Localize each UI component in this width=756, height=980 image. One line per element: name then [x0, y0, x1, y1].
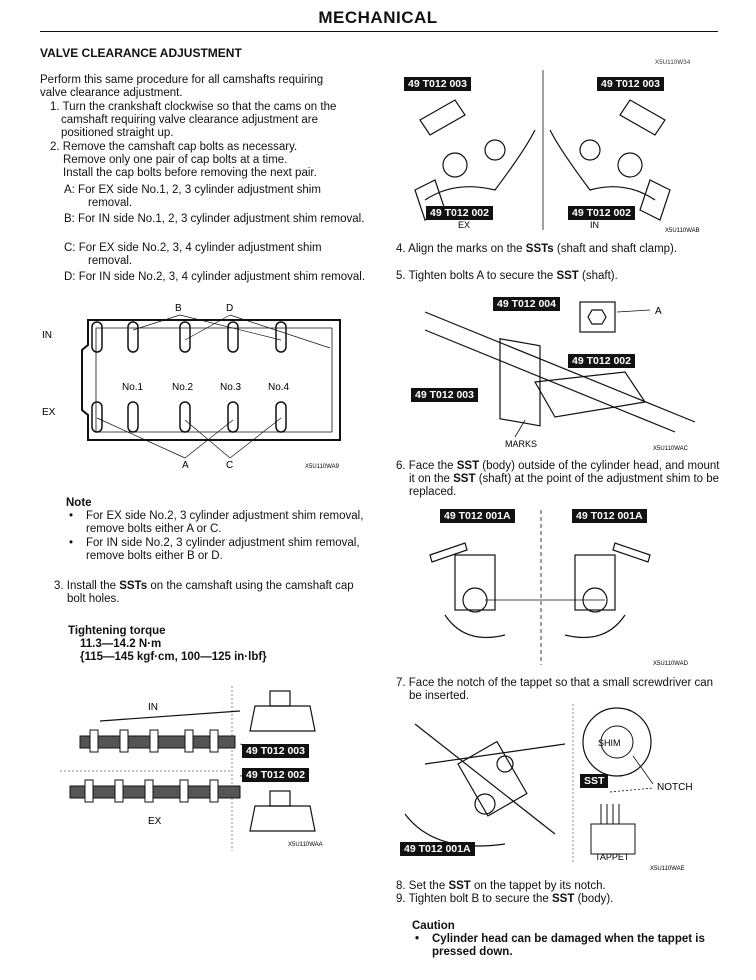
- step-5-text-end: (shaft).: [578, 270, 618, 282]
- torque-value: 11.3—14.2 N·m: [80, 638, 162, 651]
- step-3-bold: SSTs: [119, 580, 148, 592]
- step-8-text: 8. Set the: [396, 880, 449, 892]
- note-title: Note: [66, 497, 92, 509]
- shaft-marks: MARKS: [505, 439, 537, 449]
- cylinder-head-diagram: B D IN EX No.1 No.2 No.3 No.4 A C X5U110…: [42, 303, 341, 471]
- label-49t012003-left: 49 T012 003: [404, 77, 471, 91]
- label-49t012001a-tappet: 49 T012 001A: [400, 842, 475, 856]
- note-item-1: For EX side No.2, 3 cylinder adjustment …: [66, 510, 366, 536]
- page-header: MECHANICAL: [318, 8, 438, 27]
- note-item-2: For IN side No.2, 3 cylinder adjustment …: [66, 537, 366, 563]
- option-b: B: For IN side No.1, 2, 3 cylinder adjus…: [64, 213, 365, 225]
- step-8-bold: SST: [448, 880, 471, 892]
- label-49t012002-right: 49 T012 002: [568, 206, 635, 220]
- torque-alt: {115—145 kgf·cm, 100—125 in·lbf}: [80, 651, 267, 664]
- tappet-notch: NOTCH: [657, 782, 693, 793]
- step-9-text-end: (body).: [574, 893, 614, 905]
- caution-title: Caution: [412, 920, 455, 932]
- sst-ex-label: EX: [458, 220, 470, 230]
- tappet-shim: SHIM: [598, 738, 621, 748]
- label-49t012001a-left: 49 T012 001A: [440, 509, 515, 523]
- step-5-text: 5. Tighten bolts A to secure the: [396, 270, 557, 282]
- torque-block: Tightening torque 11.3—14.2 N·m {115—145…: [68, 625, 368, 665]
- label-49t012003-shaft: 49 T012 003: [411, 388, 478, 402]
- step-4-text-end: (shaft and shaft clamp).: [553, 243, 678, 255]
- step-6-bold-2: SST: [453, 473, 476, 486]
- sst-fig-code: X5U110WAB: [665, 228, 700, 234]
- section-title: VALVE CLEARANCE ADJUSTMENT: [40, 46, 242, 60]
- step-9-text: 9. Tighten bolt B to secure the: [396, 893, 552, 905]
- option-a: A: For EX side No.1, 2, 3 cylinder adjus…: [64, 184, 321, 210]
- tappet-diagram: SHIM NOTCH TAPPET X5U110WAE: [404, 704, 693, 872]
- fig-ex: EX: [148, 816, 162, 827]
- fig-in: IN: [148, 702, 158, 713]
- step-4: 4. Align the marks on the SSTs (shaft an…: [396, 243, 719, 256]
- code-top-right: X5U110W34: [655, 60, 691, 66]
- option-d: D: For IN side No.2, 3, 4 cylinder adjus…: [64, 271, 366, 283]
- step-9-bold: SST: [552, 893, 575, 905]
- tappet-label: TAPPET: [595, 852, 630, 862]
- sst-mount-diagram: EX IN X5U110WAB: [414, 70, 700, 234]
- step-2: 2. Remove the camshaft cap bolts as nece…: [50, 141, 355, 181]
- step-3-text: 3. Install the: [54, 580, 120, 592]
- cyl-no3: No.3: [220, 382, 242, 393]
- label-d: D: [226, 303, 233, 314]
- step-8: 8. Set the SST on the tappet by its notc…: [396, 880, 708, 893]
- body-fig-code: X5U110WAD: [653, 661, 689, 667]
- cyl-no4: No.4: [268, 382, 290, 393]
- step-2-line1: 2. Remove the camshaft cap bolts as nece…: [50, 141, 298, 153]
- step-5-bold: SST: [556, 270, 579, 282]
- caution-block: Caution Cylinder head can be damaged whe…: [412, 920, 712, 960]
- header-rule: [40, 31, 718, 32]
- step-3-text-end: on the camshaft using the camshaft cap b…: [67, 580, 354, 606]
- label-49t012002-left: 49 T012 002: [426, 206, 493, 220]
- step-9: 9. Tighten bolt B to secure the SST (bod…: [396, 893, 708, 906]
- label-49t012001a-right: 49 T012 001A: [572, 509, 647, 523]
- step-6-bold-1: SST: [456, 460, 480, 472]
- label-49t012002-install: 49 T012 002: [242, 768, 309, 782]
- shaft-label-a: A: [655, 306, 662, 317]
- label-49t012002-shaft: 49 T012 002: [568, 354, 635, 368]
- sst-body-diagram: X5U110WAD: [429, 510, 689, 667]
- step-1: 1. Turn the crankshaft clockwise so that…: [50, 101, 337, 140]
- label-49t012003-install: 49 T012 003: [242, 744, 309, 758]
- install-sst-diagram: IN EX X5U110WAA: [60, 686, 323, 851]
- note-block: Note For EX side No.2, 3 cylinder adjust…: [66, 497, 366, 563]
- label-49t012003-right: 49 T012 003: [597, 77, 664, 91]
- step-3: 3. Install the SSTs on the camshaft usin…: [54, 580, 367, 606]
- label-a: A: [182, 460, 189, 471]
- step-4-text: 4. Align the marks on the: [396, 243, 526, 255]
- step-6-text-mid: (body) outside of the cylinder head, and…: [409, 460, 720, 486]
- shaft-fig-code: X5U110WAC: [653, 446, 689, 452]
- step-8-text-end: on the tappet by its notch.: [470, 880, 606, 892]
- shaft-diagram: A MARKS X5U110WAC: [424, 301, 696, 452]
- label-sst: SST: [580, 774, 609, 788]
- label-b: B: [175, 303, 182, 314]
- sst-in-label: IN: [590, 220, 599, 230]
- option-c: C: For EX side No.2, 3, 4 cylinder adjus…: [64, 242, 322, 268]
- cyl-no2: No.2: [172, 382, 194, 393]
- label-c: C: [226, 460, 233, 471]
- figure-code: X5U110WA9: [305, 464, 340, 470]
- step-6-text-end: (shaft) at the point of the adjustment s…: [409, 473, 720, 499]
- intro-text: Perform this same procedure for all cams…: [40, 74, 324, 100]
- step-7: 7. Face the notch of the tappet so that …: [396, 677, 714, 703]
- fig-install-code: X5U110WAA: [288, 842, 323, 848]
- cyl-no1: No.1: [122, 382, 144, 393]
- caution-item: Cylinder head can be damaged when the ta…: [412, 933, 712, 959]
- torque-title: Tightening torque: [68, 625, 166, 637]
- step-5: 5. Tighten bolts A to secure the SST (sh…: [396, 270, 706, 283]
- label-in: IN: [42, 330, 52, 341]
- step-4-bold: SSTs: [525, 243, 554, 255]
- step-2-line2: Remove only one pair of cap bolts at a t…: [63, 154, 288, 167]
- label-ex: EX: [42, 407, 56, 418]
- step-6-text: 6. Face the: [396, 460, 457, 472]
- step-2-line3: Install the cap bolts before removing th…: [63, 167, 317, 180]
- label-49t012004: 49 T012 004: [493, 297, 560, 311]
- tappet-fig-code: X5U110WAE: [650, 866, 685, 872]
- step-6: 6. Face the SST (body) outside of the cy…: [396, 460, 721, 500]
